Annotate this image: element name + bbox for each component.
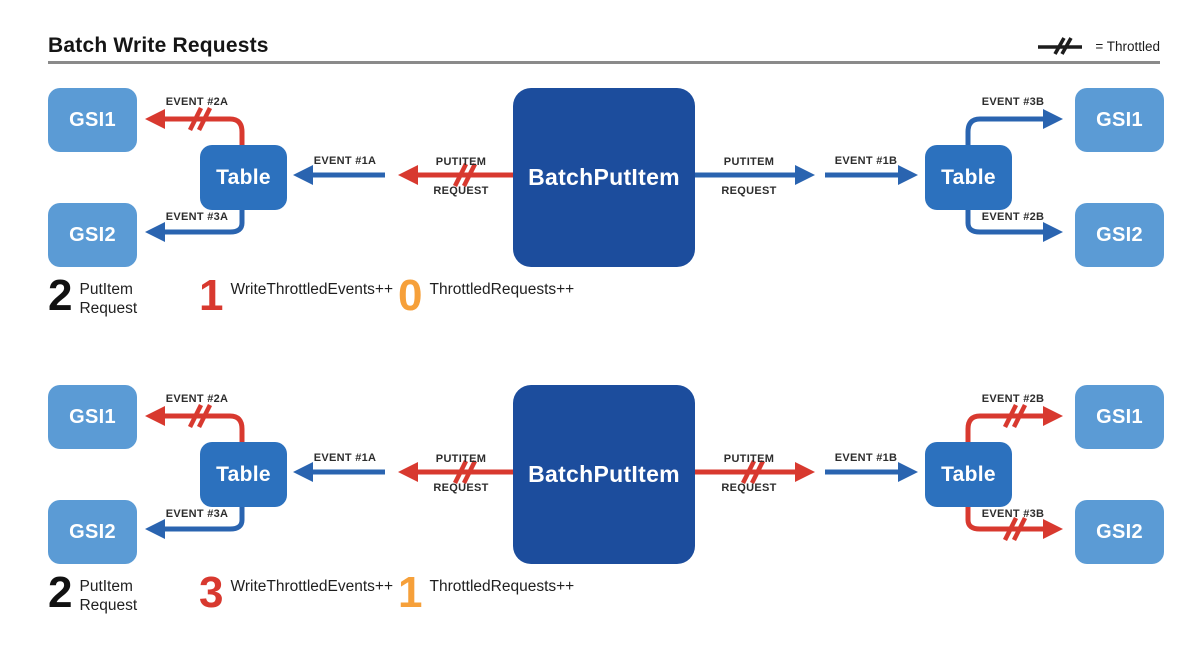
title-divider xyxy=(48,61,1160,64)
gsi1-box-right: GSI1 xyxy=(1075,88,1164,152)
throttle-marks-right-gsi2 xyxy=(1002,516,1028,542)
event-to-left-gsi1-label: EVENT #2A xyxy=(165,393,229,405)
arrows-layer-1 xyxy=(145,106,1063,242)
putitem-left-label: PUTITEM xyxy=(435,453,487,465)
throttle-marks-left-gsi1 xyxy=(187,403,213,429)
arrow-event-to-right-gsi2 xyxy=(965,507,1063,539)
diagram-scenario-1: GSI1 GSI2 Table BatchPutItem Table GSI1 … xyxy=(0,75,1201,325)
arrow-event-to-left-gsi1 xyxy=(145,109,245,145)
counter-value: 2 xyxy=(48,271,73,320)
arrow-event-to-left-gsi1 xyxy=(145,406,245,442)
page-title: Batch Write Requests xyxy=(48,34,269,57)
counter-label-line1: PutItem xyxy=(79,578,133,595)
throttle-marks-putitem-left xyxy=(452,162,478,188)
putitem-left-label: PUTITEM xyxy=(435,156,487,168)
throttle-marks-putitem-right xyxy=(740,459,766,485)
counter-label: ThrottledRequests++ xyxy=(429,281,575,298)
arrows-layer-2 xyxy=(145,403,1063,542)
table-box-right: Table xyxy=(925,442,1012,507)
putitem-request-counter: 2 PutItem Request xyxy=(48,271,137,320)
diagram-scenario-2: GSI1 GSI2 Table BatchPutItem Table GSI1 … xyxy=(0,372,1201,622)
counter-label-line2: Request xyxy=(79,299,138,317)
throttle-marks-putitem-left xyxy=(452,459,478,485)
batchputitem-box: BatchPutItem xyxy=(513,88,695,267)
throttle-marks-right-gsi1 xyxy=(1002,403,1028,429)
write-throttled-events-counter: 3 WriteThrottledEvents++ xyxy=(199,568,394,617)
counter-label: PutItem Request xyxy=(79,278,137,319)
event-to-left-gsi2-label: EVENT #3A xyxy=(165,508,229,520)
counter-label-line2: Request xyxy=(79,596,138,614)
request-left-label: REQUEST xyxy=(433,482,489,494)
putitem-right-label: PUTITEM xyxy=(723,453,775,465)
request-right-label: REQUEST xyxy=(721,482,777,494)
event-1b-label: EVENT #1B xyxy=(834,155,898,167)
event-to-right-gsi1-label: EVENT #2B xyxy=(981,393,1045,405)
arrow-event-to-left-gsi2 xyxy=(145,507,245,539)
counter-label: WriteThrottledEvents++ xyxy=(230,281,394,298)
event-to-left-gsi2-label: EVENT #3A xyxy=(165,211,229,223)
gsi2-box-left: GSI2 xyxy=(48,500,137,564)
counter-value: 3 xyxy=(199,568,224,617)
event-to-left-gsi1-label: EVENT #2A xyxy=(165,96,229,108)
legend-label: = Throttled xyxy=(1095,38,1160,54)
counter-value: 1 xyxy=(199,271,224,320)
arrow-event-to-right-gsi1 xyxy=(965,406,1063,442)
putitem-right-label: PUTITEM xyxy=(723,156,775,168)
gsi2-box-right: GSI2 xyxy=(1075,500,1164,564)
event-1b-label: EVENT #1B xyxy=(834,452,898,464)
batchputitem-box: BatchPutItem xyxy=(513,385,695,564)
throttled-slashes-icon xyxy=(1038,37,1083,55)
counter-value: 1 xyxy=(398,568,423,617)
legend: = Throttled xyxy=(1036,36,1160,56)
counter-label: ThrottledRequests++ xyxy=(429,578,575,595)
event-1a-label: EVENT #1A xyxy=(313,452,377,464)
throttle-marks-left-gsi1 xyxy=(187,106,213,132)
counter-value: 0 xyxy=(398,271,423,320)
table-box-right: Table xyxy=(925,145,1012,210)
event-to-right-gsi2-label: EVENT #3B xyxy=(981,508,1045,520)
counter-label-line1: PutItem xyxy=(79,281,133,298)
throttled-requests-counter: 1 ThrottledRequests++ xyxy=(398,568,575,617)
arrow-event-to-right-gsi1 xyxy=(965,109,1063,145)
gsi2-box-right: GSI2 xyxy=(1075,203,1164,267)
counter-label: WriteThrottledEvents++ xyxy=(230,578,394,595)
counter-label: PutItem Request xyxy=(79,575,137,616)
arrow-event-to-left-gsi2 xyxy=(145,210,245,242)
counter-value: 2 xyxy=(48,568,73,617)
arrow-event-to-right-gsi2 xyxy=(965,210,1063,242)
putitem-request-counter: 2 PutItem Request xyxy=(48,568,137,617)
table-box-left: Table xyxy=(200,442,287,507)
event-to-right-gsi2-label: EVENT #2B xyxy=(981,211,1045,223)
event-1a-label: EVENT #1A xyxy=(313,155,377,167)
gsi1-box-left: GSI1 xyxy=(48,385,137,449)
gsi1-box-right: GSI1 xyxy=(1075,385,1164,449)
gsi2-box-left: GSI2 xyxy=(48,203,137,267)
write-throttled-events-counter: 1 WriteThrottledEvents++ xyxy=(199,271,394,320)
request-left-label: REQUEST xyxy=(433,185,489,197)
gsi1-box-left: GSI1 xyxy=(48,88,137,152)
throttled-requests-counter: 0 ThrottledRequests++ xyxy=(398,271,575,320)
table-box-left: Table xyxy=(200,145,287,210)
event-to-right-gsi1-label: EVENT #3B xyxy=(981,96,1045,108)
request-right-label: REQUEST xyxy=(721,185,777,197)
